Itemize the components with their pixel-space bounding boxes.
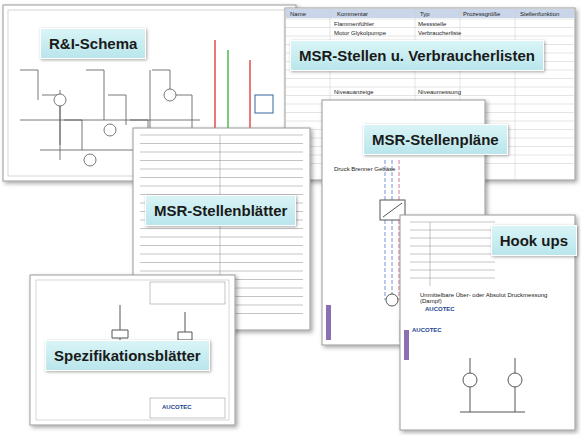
label-text: R&I-Schema [49, 35, 137, 52]
small-print: Prozessgröße [463, 11, 500, 17]
small-print: Verbraucherliste [418, 30, 461, 36]
spec-page [30, 275, 235, 425]
small-print: Kommentar [337, 11, 368, 17]
small-print: Messstelle [418, 21, 446, 27]
small-print: AUCOTEC [162, 404, 192, 410]
small-print: Unmittelbare Über- oder Absolut Druckmes… [420, 292, 560, 304]
label-box: Hook ups [491, 225, 577, 256]
small-print: AUCOTEC [412, 327, 442, 333]
small-print: Druck Brenner Gebäse [334, 166, 395, 172]
small-print: Name [290, 11, 306, 17]
small-print: Typ [420, 11, 430, 17]
label-box: R&I-Schema [40, 28, 146, 59]
small-print: Flammenfühler [334, 21, 374, 27]
label-text: MSR-Stellenblätter [154, 202, 287, 219]
label-box: MSR-Stellen u. Verbraucherlisten [290, 40, 544, 71]
label-text: Hook ups [500, 232, 568, 249]
small-print: Niveaumessung [418, 89, 461, 95]
label-box: MSR-Stellenblätter [145, 195, 296, 226]
label-box: MSR-Stellenpläne [363, 124, 508, 155]
small-print: AUCOTEC [425, 306, 455, 312]
hookup-page [400, 215, 575, 430]
small-print: Motor Glykolpumpe [334, 30, 386, 36]
small-print: Niveauanzeige [334, 89, 374, 95]
small-print: Stellenfunktion [520, 11, 559, 17]
label-box: Spezifikationsblätter [45, 340, 210, 371]
label-text: MSR-Stellen u. Verbraucherlisten [299, 47, 535, 64]
label-text: Spezifikationsblätter [54, 347, 201, 364]
label-text: MSR-Stellenpläne [372, 131, 499, 148]
